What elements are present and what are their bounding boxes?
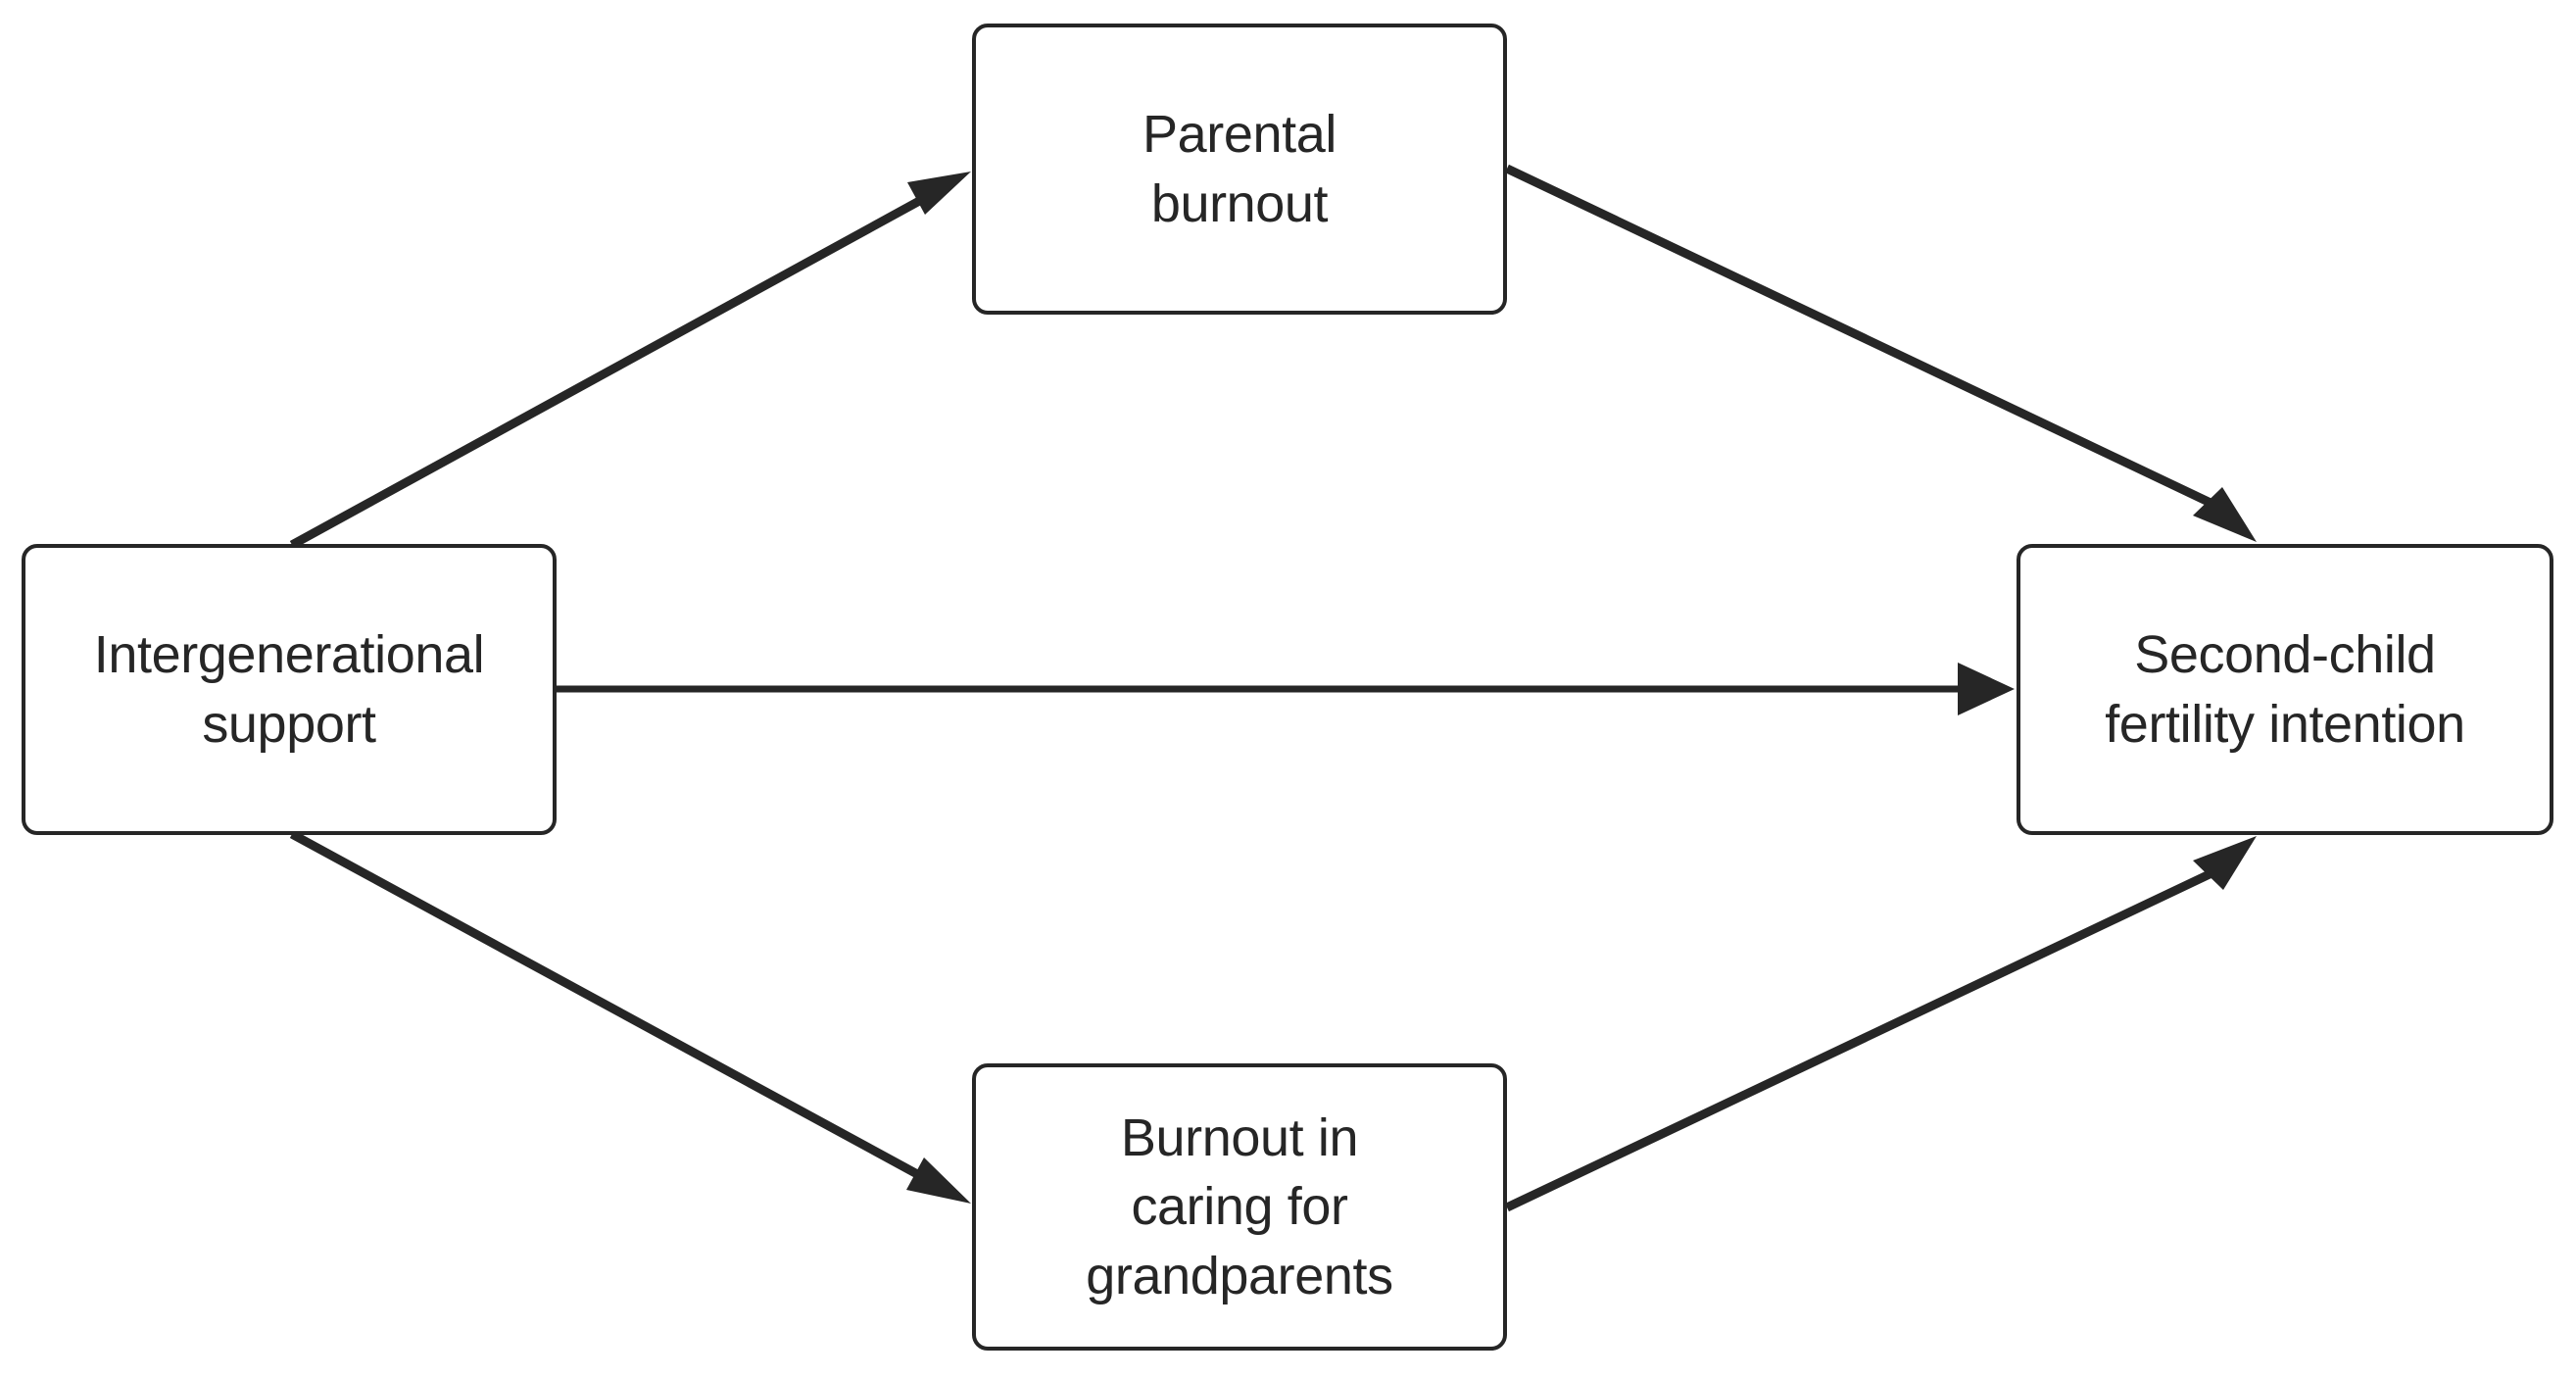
arrowhead-icon — [2193, 836, 2257, 890]
arrowhead-icon — [906, 1157, 971, 1204]
node-second-child-intention[interactable]: Second-child fertility intention — [2017, 544, 2553, 835]
edge-is-to-pb — [289, 172, 971, 549]
node-intergenerational-support[interactable]: Intergenerational support — [22, 544, 557, 835]
arrowhead-icon — [1958, 663, 2015, 715]
node-burnout-grandparents[interactable]: Burnout in caring for grandparents — [972, 1063, 1507, 1351]
node-parental-burnout[interactable]: Parental burnout — [972, 24, 1507, 315]
node-label-intergenerational-support: Intergenerational support — [93, 625, 485, 754]
node-label-second-child-intention: Second-child fertility intention — [2105, 625, 2465, 754]
edge-pb-to-sci — [1505, 164, 2257, 542]
node-label-burnout-grandparents: Burnout in caring for grandparents — [1086, 1108, 1393, 1305]
edge-bcg-to-sci — [1505, 836, 2257, 1212]
arrowhead-icon — [907, 172, 971, 215]
edge-is-to-sci — [557, 663, 2015, 715]
edge-is-to-bcg — [289, 830, 971, 1204]
node-label-parental-burnout: Parental burnout — [1142, 105, 1337, 233]
arrowhead-icon — [2193, 487, 2257, 542]
